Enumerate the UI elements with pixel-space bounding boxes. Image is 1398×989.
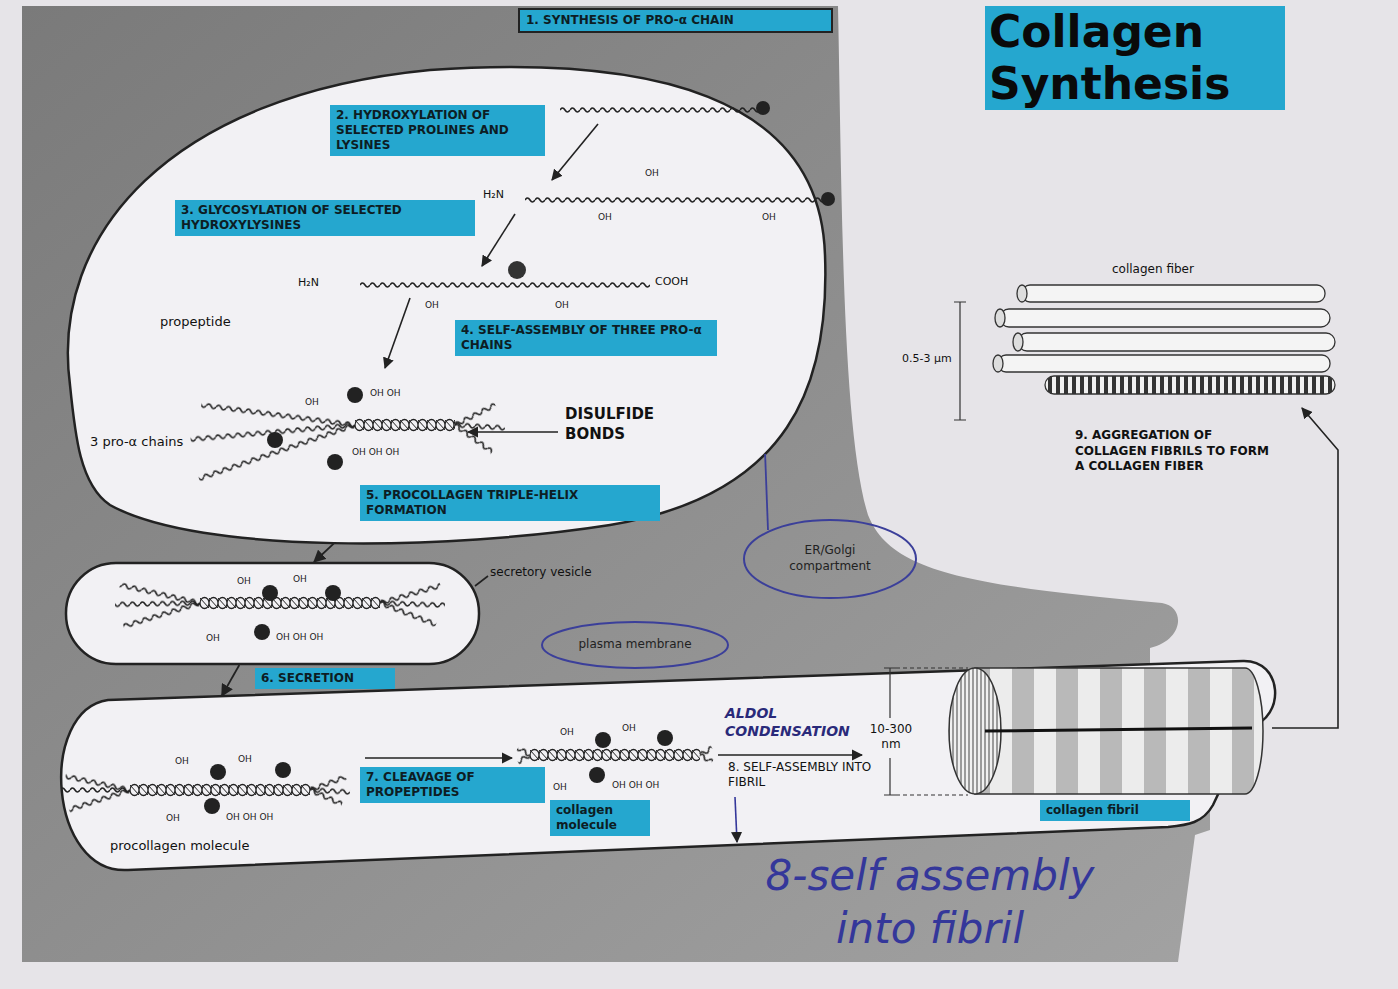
- hydroxyl-label: OH OH OH: [352, 447, 399, 457]
- part-label: 8. SELF-ASSEMBLY INTO FIBRIL: [728, 760, 878, 790]
- step-highlight: 3. GLYCOSYLATION OF SELECTED HYDROXYLYSI…: [175, 200, 475, 236]
- secretory-vesicle: secretory vesicle: [65, 562, 480, 665]
- chem-label: H₂N: [298, 276, 319, 289]
- part-highlight: collagen molecule: [550, 800, 650, 836]
- node-text: 1. SYNTHESIS OF PRO-α CHAIN: [526, 13, 825, 28]
- collagen-fiber-drawing: [1022, 285, 1325, 302]
- dimension-line: [954, 302, 966, 420]
- collagen-fiber-drawing: [993, 285, 1335, 394]
- hydroxyl-label: OH: [425, 300, 439, 310]
- collagen-fiber-drawing: [998, 355, 1330, 372]
- step-arrow: [1272, 408, 1338, 728]
- leader-line: [475, 576, 488, 586]
- step-highlight: 5. PROCOLLAGEN TRIPLE-HELIX FORMATION: [360, 485, 660, 521]
- hydroxyl-label: OH: [560, 727, 574, 737]
- node-text: DISULFIDE BONDS: [565, 405, 690, 444]
- hydroxyl-label: OH: [237, 576, 251, 586]
- hydroxyl-label: OH OH: [370, 388, 401, 398]
- hydroxyl-label: OH OH OH: [612, 780, 659, 790]
- collagen-fiber-drawing: [1017, 285, 1027, 302]
- node-text: 4. SELF-ASSEMBLY OF THREE PRO-α CHAINS: [461, 323, 711, 353]
- vesicle-outline: [66, 563, 479, 664]
- chem-label: 0.5-3 μm: [902, 352, 952, 365]
- step-highlight: 7. CLEAVAGE OF PROPEPTIDES: [360, 767, 545, 803]
- collagen-fiber-drawing: [995, 309, 1005, 327]
- node-text: collagen fibril: [1046, 803, 1184, 818]
- hydroxyl-label: OH: [305, 397, 319, 407]
- collagen-fiber-drawing: [1000, 309, 1330, 327]
- step-label: 9. AGGREGATION OF COLLAGEN FIBRILS TO FO…: [1075, 428, 1275, 475]
- node-text: 5. PROCOLLAGEN TRIPLE-HELIX FORMATION: [366, 488, 654, 518]
- node-text: ER/Golgi compartment: [773, 543, 888, 574]
- collagen-fiber-drawing: [1045, 376, 1335, 394]
- handwritten-note: 8-self assembly into fibril: [720, 850, 1140, 955]
- hydroxyl-label: OH: [762, 212, 776, 222]
- hydroxyl-label: OH OH OH: [276, 632, 323, 642]
- step-highlight: 4. SELF-ASSEMBLY OF THREE PRO-α CHAINS: [455, 320, 717, 356]
- collagen-fiber-drawing: [993, 355, 1003, 372]
- node-text: 6. SECRETION: [261, 671, 389, 686]
- extracellular-space: procollagen molecule 7. CLEAVAGE OF PROPE…: [38, 655, 1280, 875]
- circled-label: ER/Golgi compartment: [742, 518, 918, 600]
- connector: [765, 454, 768, 530]
- hydroxyl-label: OH: [238, 754, 252, 764]
- pro-alpha-chain: [756, 101, 770, 115]
- circled-label: plasma membrane: [540, 620, 730, 670]
- hand-drawn-ellipse: [542, 622, 728, 668]
- step-highlight: 1. SYNTHESIS OF PRO-α CHAIN: [518, 8, 833, 33]
- hydroxyl-label: OH: [166, 813, 180, 823]
- chem-label: COOH: [655, 275, 688, 288]
- part-highlight: collagen fibril: [1040, 800, 1190, 821]
- node-text: 2. HYDROXYLATION OF SELECTED PROLINES AN…: [336, 108, 539, 153]
- handwritten-note: ALDOL CONDENSATION: [725, 704, 865, 740]
- hydroxyl-label: OH: [622, 723, 636, 733]
- part-label: collagen fiber: [1112, 262, 1194, 277]
- hydroxyl-label: OH OH OH: [226, 812, 273, 822]
- hydroxyl-label: OH: [645, 168, 659, 178]
- hydroxyl-label: OH: [555, 300, 569, 310]
- node-text: procollagen molecule: [110, 838, 249, 853]
- node-text: 3. GLYCOSYLATION OF SELECTED HYDROXYLYSI…: [181, 203, 469, 233]
- node-text: plasma membrane: [578, 637, 691, 653]
- hydroxyl-label: OH: [598, 212, 612, 222]
- er-golgi-lumen: propeptide 3 pro-α chains DISULFIDE BONDS 2…: [50, 55, 835, 550]
- node-text: 3 pro-α chains: [90, 434, 200, 449]
- node-text: secretory vesicle: [490, 565, 592, 579]
- hydroxyl-label: OH: [175, 756, 189, 766]
- diagram-title: Collagen Synthesis: [985, 6, 1285, 110]
- collagen-fiber-drawing: [1013, 333, 1023, 351]
- node-text: collagen molecule: [556, 803, 644, 833]
- connector: [222, 665, 240, 696]
- compartment-outline: [68, 67, 826, 543]
- hand-drawn-ellipse: [744, 520, 916, 598]
- collagen-fiber-drawing: [1018, 333, 1335, 351]
- hydroxyl-label: OH: [293, 574, 307, 584]
- hydroxyl-label: OH: [206, 633, 220, 643]
- dimension-label: 10-300 nm: [868, 722, 914, 752]
- hydroxyl-label: OH: [553, 782, 567, 792]
- chem-label: H₂N: [483, 188, 504, 201]
- connector: [314, 543, 334, 562]
- node-text: propeptide: [160, 314, 231, 329]
- pro-alpha-chain: [821, 192, 835, 206]
- compartment-outline: [61, 661, 1275, 870]
- node-text: 7. CLEAVAGE OF PROPEPTIDES: [366, 770, 539, 800]
- step-highlight: 2. HYDROXYLATION OF SELECTED PROLINES AN…: [330, 105, 545, 156]
- shape-outline: [65, 562, 480, 665]
- step-highlight: 6. SECRETION: [255, 668, 395, 689]
